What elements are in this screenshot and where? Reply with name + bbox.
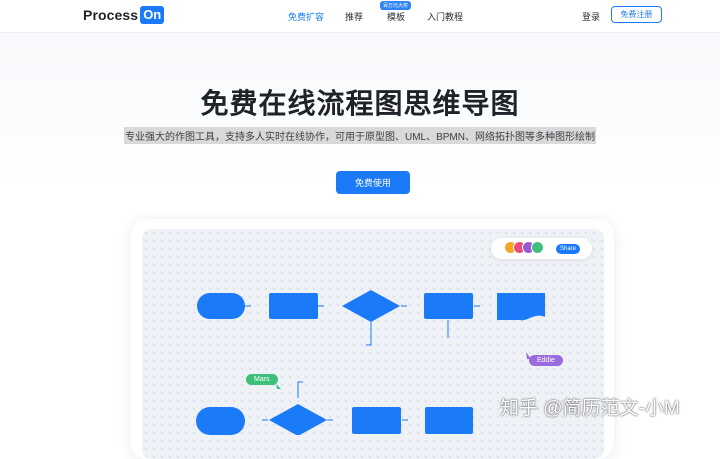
login-link[interactable]: 登录 <box>582 12 601 22</box>
template-prize-badge: 百万元大奖 <box>380 1 412 10</box>
page-subtitle: 专业强大的作图工具，支持多人实时在线协作，可用于原型图、UML、BPMN、网络拓… <box>123 127 596 144</box>
flowchart-illustration <box>196 290 545 435</box>
page-title: 免费在线流程图思维导图 <box>200 88 520 119</box>
nav-tutorial[interactable]: 入门教程 <box>427 12 464 22</box>
document-shape <box>497 293 545 321</box>
collaborator-tag-mars: Mars <box>246 374 278 385</box>
register-button[interactable]: 免费注册 <box>611 6 662 23</box>
cursor-arrow-mars <box>276 384 281 389</box>
process-shape <box>269 293 318 319</box>
process-shape <box>352 407 401 434</box>
decision-shape <box>342 290 400 322</box>
connector-line <box>366 322 372 346</box>
processon-logo[interactable]: Process On <box>83 6 165 24</box>
connector-line <box>297 381 303 398</box>
terminator-shape <box>196 407 245 435</box>
terminator-shape <box>197 293 245 319</box>
logo-text: Process <box>83 7 139 23</box>
process-shape <box>425 407 473 434</box>
subtitle-wrap: 专业强大的作图工具，支持多人实时在线协作，可用于原型图、UML、BPMN、网络拓… <box>0 127 720 145</box>
logo-badge: On <box>140 6 165 24</box>
zhihu-watermark: 知乎 @简历范文-小M <box>500 398 680 419</box>
free-use-button[interactable]: 免费使用 <box>336 171 410 194</box>
share-button[interactable]: Share <box>556 244 580 254</box>
process-shape <box>424 293 473 319</box>
nav-free-expansion[interactable]: 免费扩容 <box>288 12 325 22</box>
avatar[interactable] <box>531 241 544 254</box>
top-navigation-bar: Process On 免费扩容 推荐 模板 百万元大奖 入门教程 登录 免费注册 <box>0 0 720 33</box>
nav-templates[interactable]: 模板 <box>387 12 406 22</box>
decision-shape <box>269 404 327 435</box>
collaborator-tag-eddie: Eddie <box>529 355 563 366</box>
nav-recommend[interactable]: 推荐 <box>345 12 364 22</box>
